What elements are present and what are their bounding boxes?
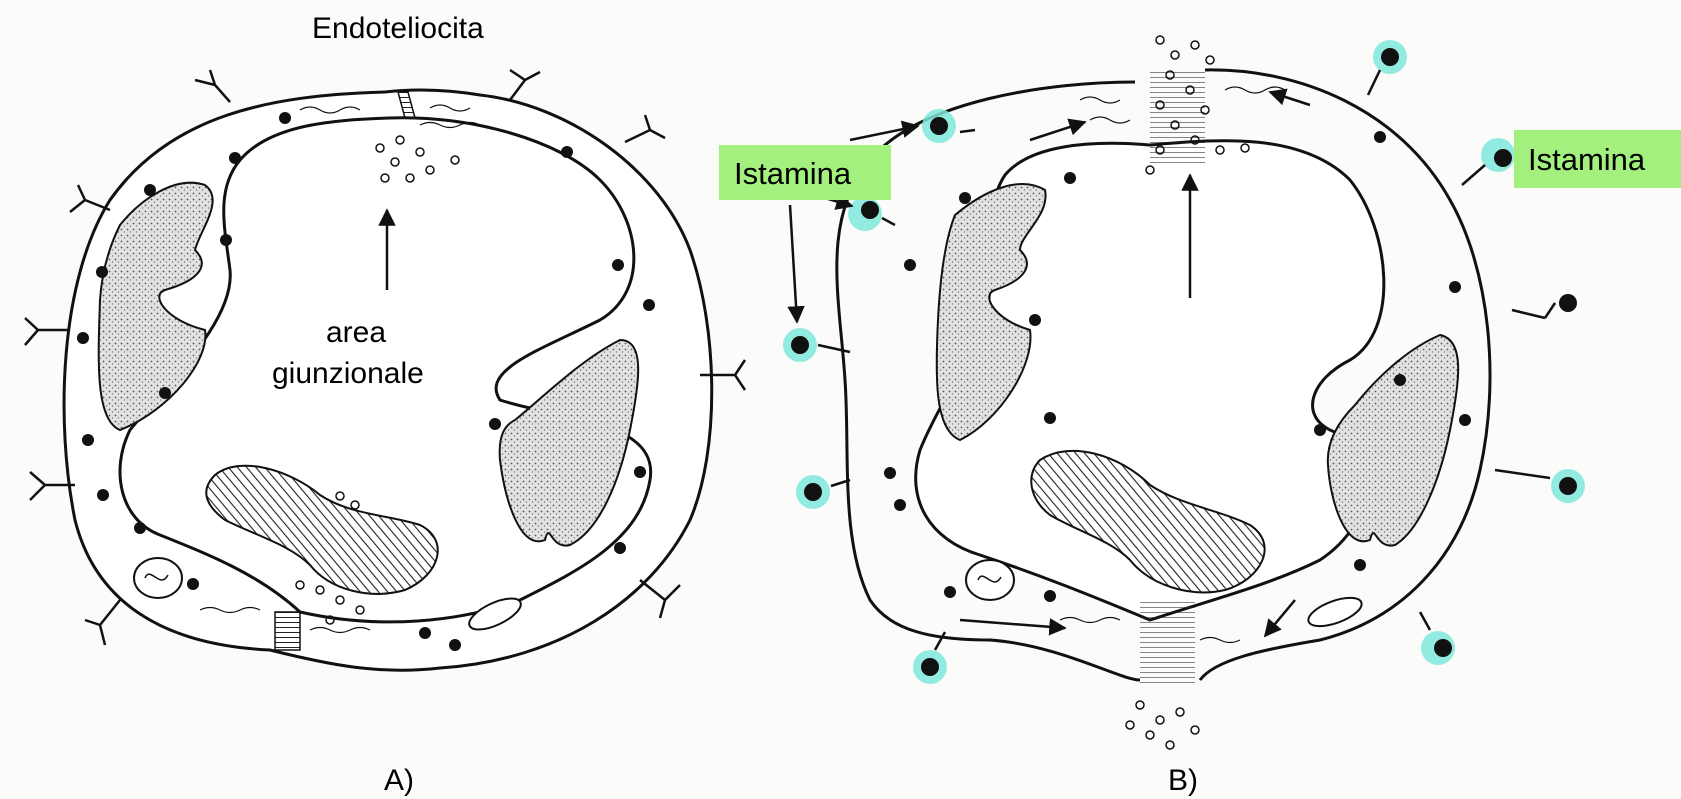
- receptor-unbound-8: [1512, 294, 1577, 318]
- junction-bottom-a: [275, 612, 300, 650]
- receptor-bound-5: [913, 632, 947, 684]
- istamina-label-left: Istamina: [734, 156, 852, 191]
- label-endoteliocita: Endoteliocita: [312, 12, 484, 45]
- panel-b-capillary: B): [783, 36, 1585, 797]
- istamina-tag-right: Istamina: [1514, 130, 1681, 188]
- nucleus-right-b: [1328, 335, 1458, 546]
- receptor-bound-4: [796, 475, 850, 509]
- receptor-bound-6: [1368, 40, 1407, 95]
- panel-a-capillary: Endoteliocita area giunzionale A): [25, 12, 745, 797]
- gap-top-b: [1150, 70, 1205, 165]
- gap-bottom-b: [1140, 600, 1195, 685]
- receptor-bound-2: [848, 197, 895, 231]
- istamina-label-right: Istamina: [1528, 142, 1646, 177]
- receptor-bound-9: [1495, 469, 1585, 503]
- vesicle-b: [1305, 592, 1365, 632]
- panel-label-a: A): [384, 764, 414, 797]
- label-area-line2: giunzionale: [272, 357, 424, 390]
- panel-label-b: B): [1168, 764, 1198, 797]
- receptor-bound-7: [1462, 138, 1515, 185]
- receptor-bound-1: [922, 109, 975, 143]
- label-area-line1: area: [326, 316, 386, 349]
- istamina-tag-left: Istamina: [719, 145, 891, 200]
- receptor-bound-10: [1420, 612, 1455, 665]
